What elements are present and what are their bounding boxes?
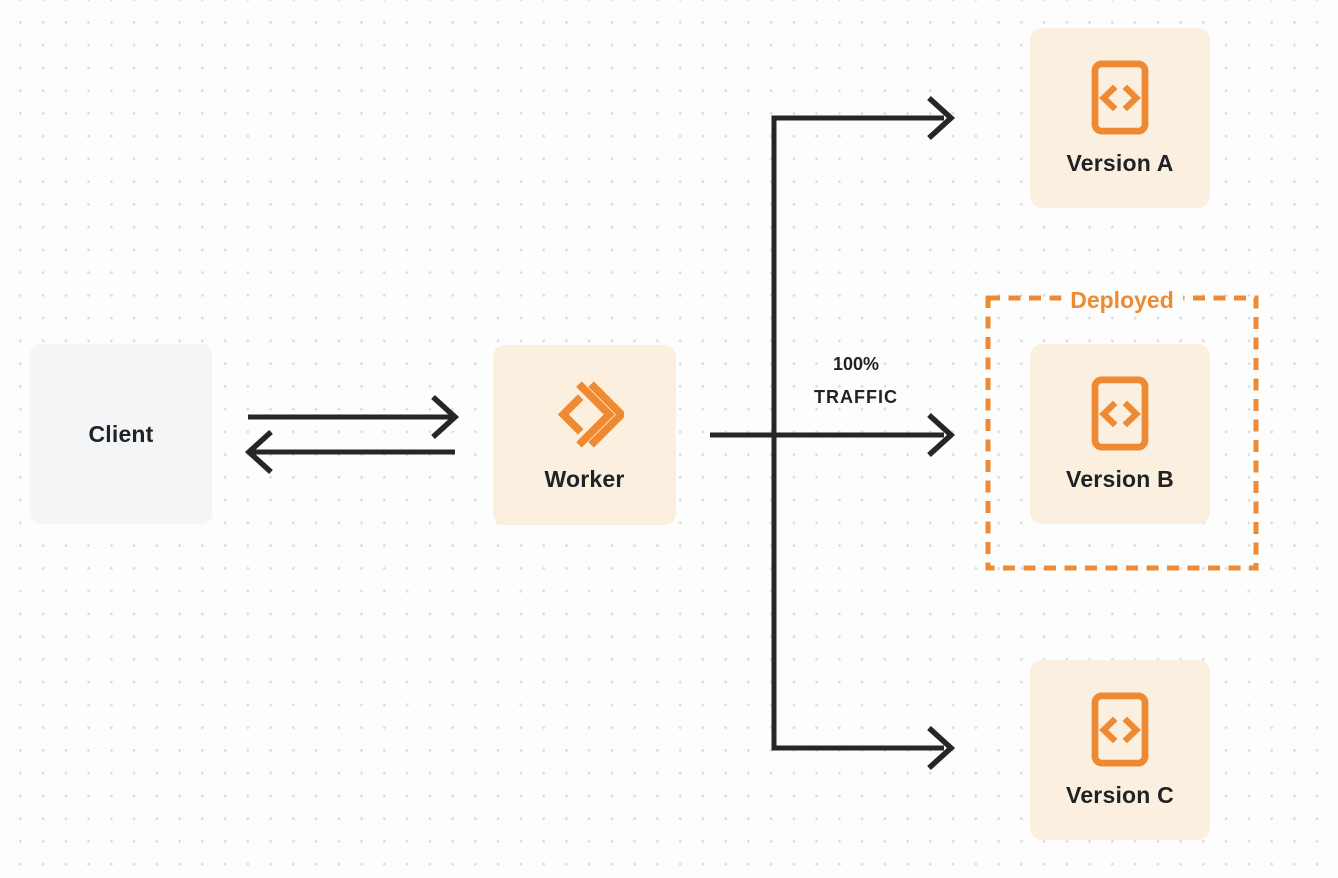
client-node: Client	[30, 344, 212, 524]
arrowhead-right-icon	[927, 725, 956, 771]
version-a-node: Version A	[1030, 28, 1210, 208]
code-file-icon	[1091, 375, 1149, 451]
arrowhead-left-icon	[244, 429, 273, 475]
arrowhead-right-icon	[927, 95, 956, 141]
worker-node: Worker	[493, 345, 676, 525]
client-label: Client	[88, 420, 154, 447]
code-file-icon	[1091, 59, 1149, 135]
version-a-label: Version A	[1066, 149, 1174, 176]
traffic-percentage-label: 100% TRAFFIC	[786, 348, 926, 414]
deployed-badge-label: Deployed	[1061, 287, 1183, 314]
version-b-label: Version B	[1066, 465, 1174, 492]
traffic-word-text: TRAFFIC	[814, 387, 898, 407]
version-c-node: Version C	[1030, 660, 1210, 840]
code-file-icon	[1091, 691, 1149, 767]
cloudflare-workers-icon	[557, 380, 624, 448]
worker-label: Worker	[544, 465, 625, 492]
traffic-percent-text: 100%	[832, 354, 880, 374]
branch-trunk-line	[771, 115, 944, 751]
arrowhead-right-icon	[927, 412, 956, 458]
version-c-label: Version C	[1066, 781, 1174, 808]
arrowhead-right-icon	[431, 394, 460, 440]
version-b-node: Version B	[1030, 344, 1210, 524]
